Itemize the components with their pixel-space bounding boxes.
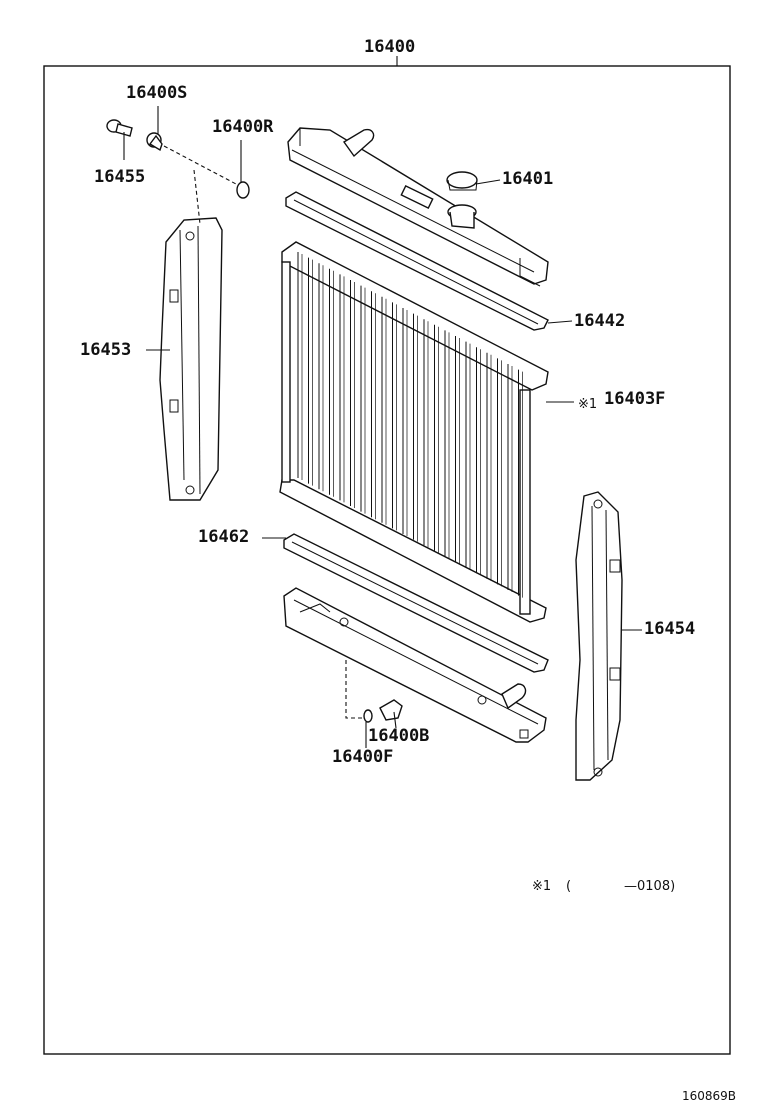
label-16455[interactable]: 16455 [94,167,145,187]
dash-drain [345,660,362,719]
bolt-16455[interactable] [106,119,133,137]
label-16400S[interactable]: 16400S [126,83,187,103]
upper-radiator-tank[interactable] [287,127,549,287]
diagram-reference: 160869B [682,1089,736,1103]
label-16400[interactable]: 16400 [364,37,415,57]
cushion-16400R[interactable] [236,181,250,199]
drain-oring[interactable] [363,709,373,723]
leader-16400B [393,711,397,729]
right-side-support[interactable] [575,491,623,781]
clip-16400S[interactable] [146,132,163,152]
label-16400B[interactable]: 16400B [368,726,429,746]
leader-16442 [547,320,573,324]
footnote-range: —0108) [624,879,675,894]
radiator-core[interactable] [279,241,549,623]
left-side-support[interactable] [159,217,223,501]
label-16403F[interactable]: 16403F [604,389,665,409]
core-fins [297,252,523,598]
footnote-open: ( [566,879,571,894]
leader-16401 [475,179,501,185]
label-16400R[interactable]: 16400R [212,117,274,137]
label-16442[interactable]: 16442 [574,311,625,331]
label-16453[interactable]: 16453 [80,340,131,360]
label-16454[interactable]: 16454 [644,619,695,639]
label-16462[interactable]: 16462 [198,527,249,547]
label-16401[interactable]: 16401 [502,169,553,189]
drain-cock[interactable] [379,699,403,721]
lower-radiator-tank[interactable] [283,587,547,743]
assembly-frame [43,65,731,1055]
footnote-mark: ※1 [532,879,551,894]
label-16400F[interactable]: 16400F [332,747,393,767]
dash-clip [163,145,237,185]
label-16403F-mark: ※1 [578,397,597,412]
dash-support [193,169,201,225]
